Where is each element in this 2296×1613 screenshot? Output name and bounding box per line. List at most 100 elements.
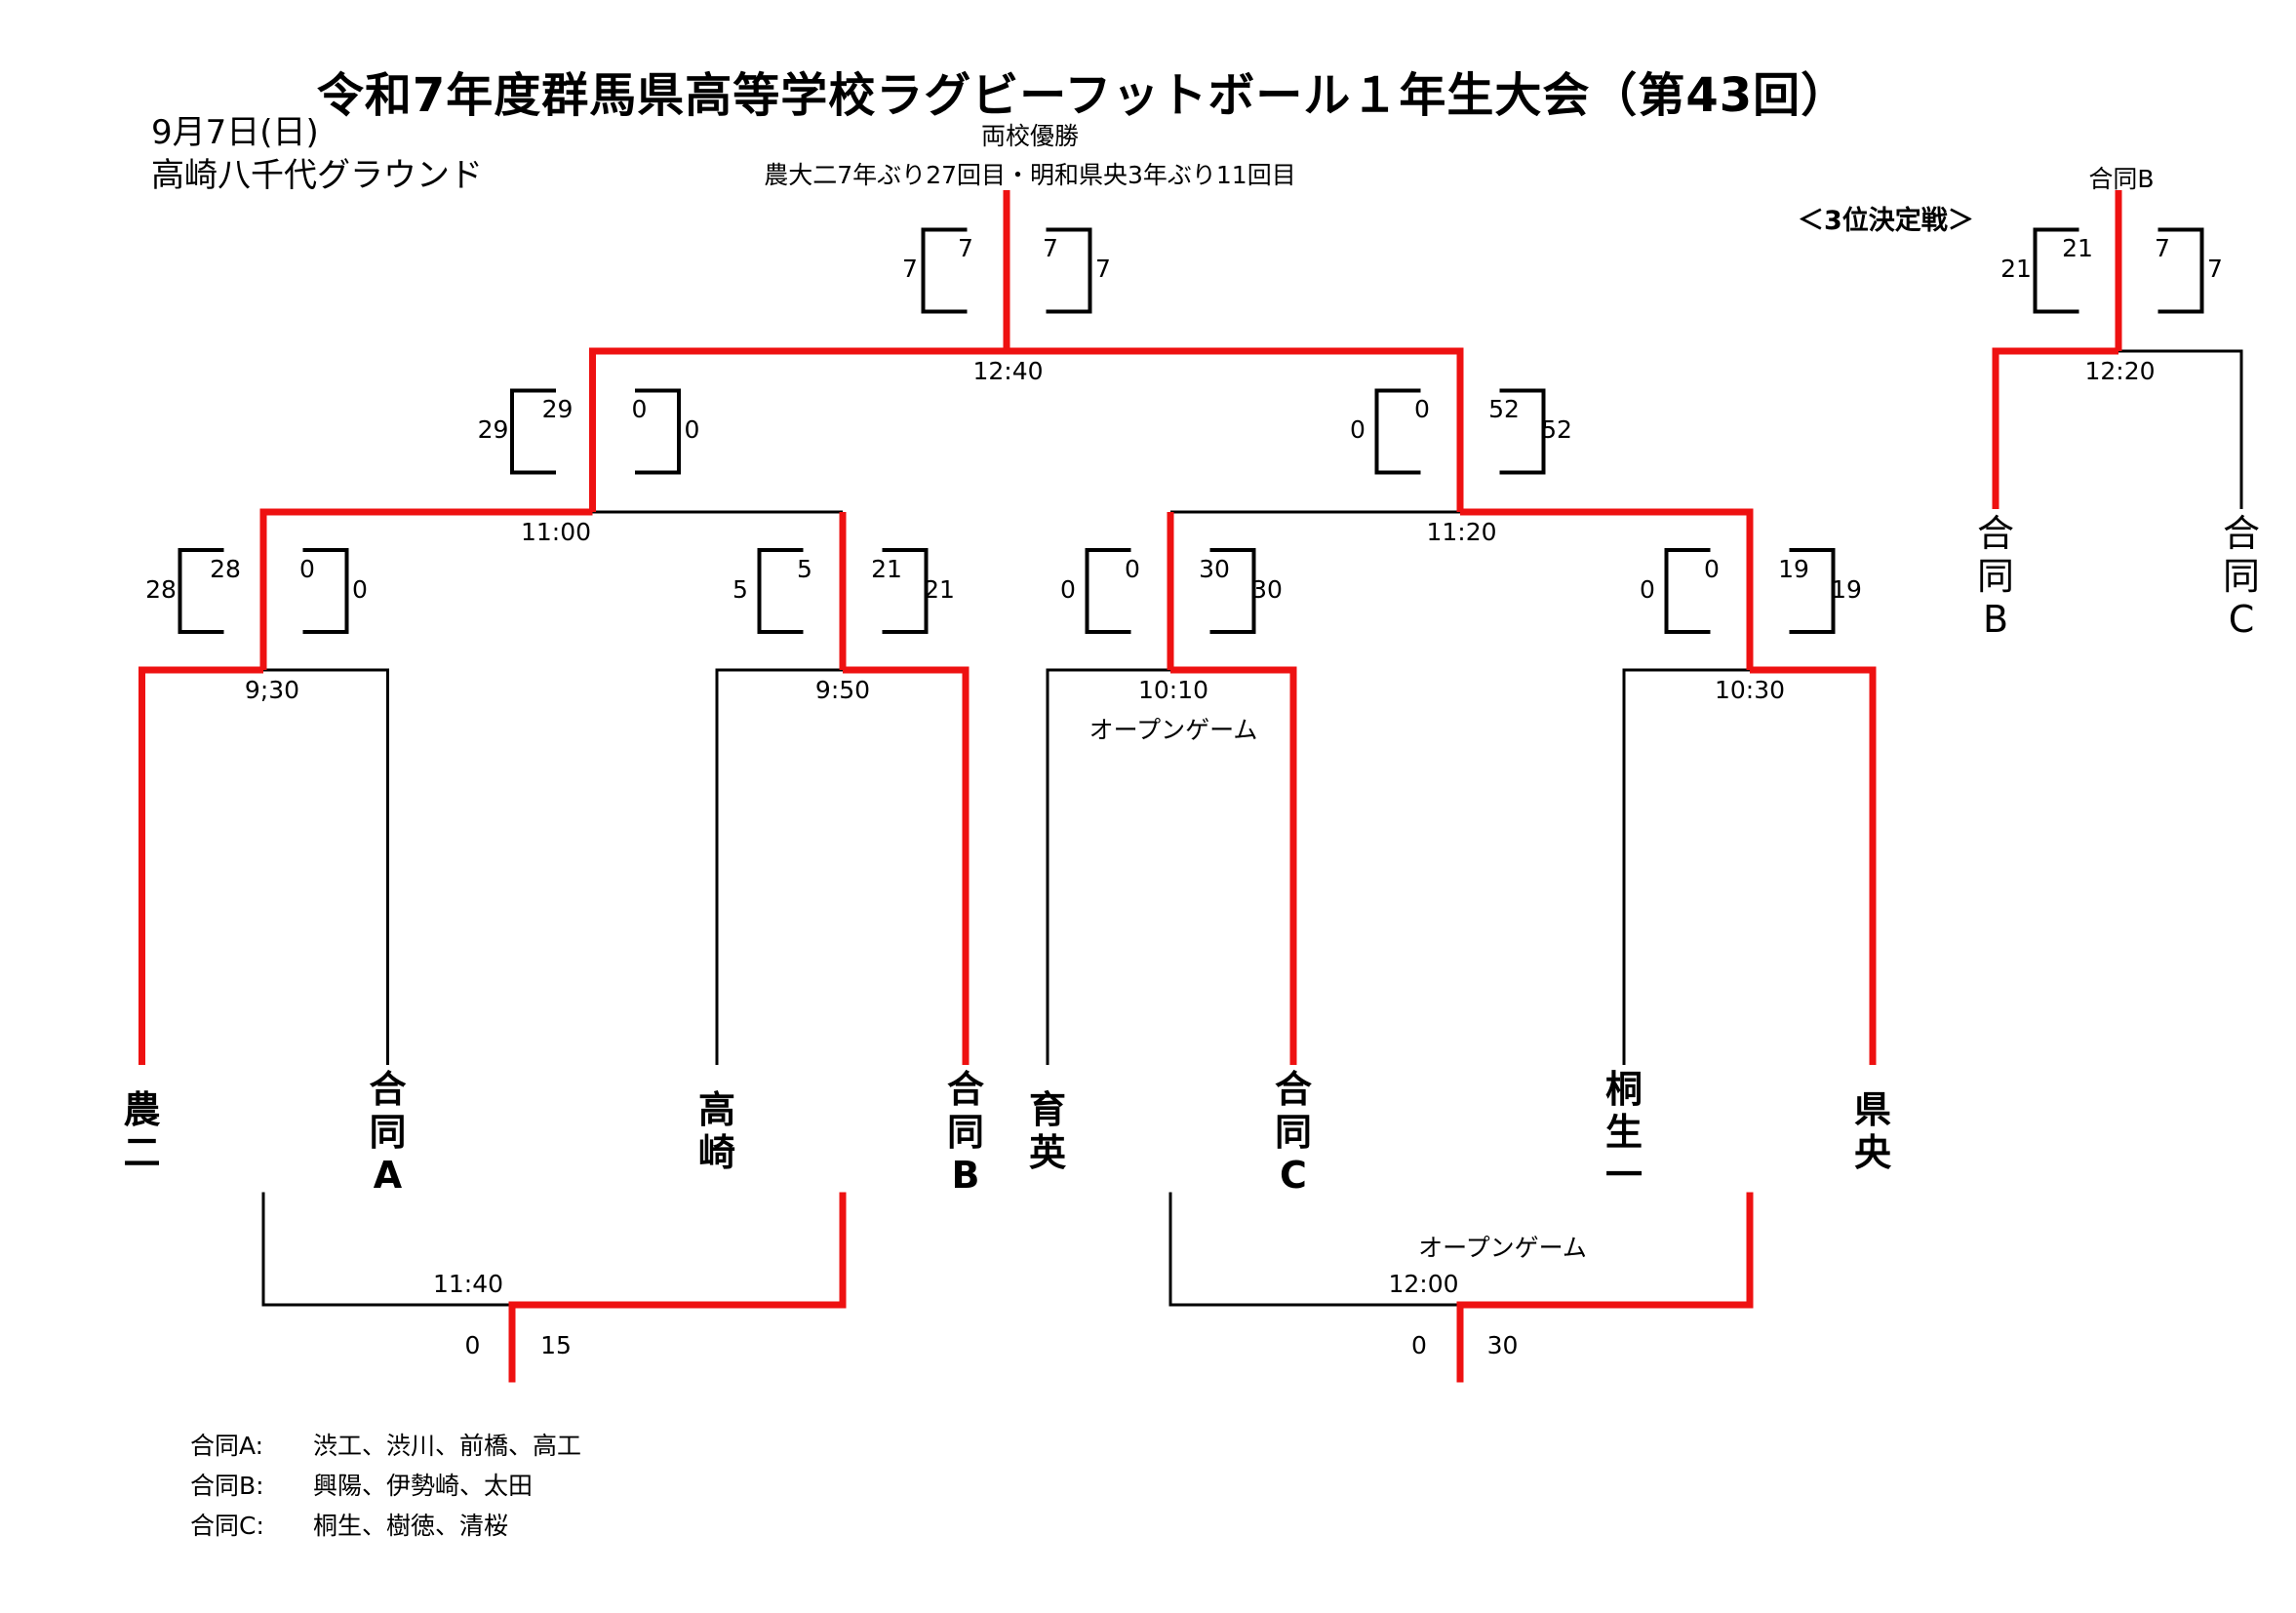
qf3-score-bracket-left [1085, 548, 1131, 634]
score-bracket-right [1046, 227, 1092, 314]
third-left-total: 21 [2000, 255, 2032, 283]
qf4-score-left-total: 0 [1640, 574, 1655, 604]
semi2-score-left-total: 0 [1350, 415, 1366, 444]
semi1-score-right-total: 0 [684, 415, 700, 444]
semi1-score-left-total: 29 [477, 415, 509, 444]
semi1-score-bracket-right [635, 388, 681, 475]
qf1-winner [139, 666, 263, 1065]
team-name-char: 合 [946, 1068, 984, 1111]
qf1-score-bracket-right [302, 548, 349, 634]
third-bracket-right [2157, 227, 2204, 314]
qf1-score-bracket-left [178, 548, 224, 634]
legend-label: 合同C: [190, 1512, 264, 1540]
qf3-score-right-half: 30 [1199, 554, 1230, 583]
score-bracket-left [921, 227, 968, 314]
qf2-score-right-total: 21 [924, 574, 955, 604]
team-name-char: 央 [1853, 1131, 1891, 1174]
qf1-score-left-half: 28 [210, 554, 241, 583]
final-score-right-half: 7 [1043, 234, 1058, 262]
final-result-detail: 農大二7年ぶり27回目・明和県央3年ぶり11回目 [764, 161, 1296, 189]
qf1-score-right-half: 0 [299, 554, 315, 583]
team-name-char: 同 [369, 1111, 407, 1154]
qf4-loser [1622, 668, 1750, 1065]
semi1-time: 11:00 [520, 518, 592, 546]
third-place-winner: 合同B [2088, 165, 2155, 193]
team-name: 県央 [1848, 1088, 1897, 1174]
qf4-time: 10:30 [1714, 676, 1786, 704]
cons2-time: 12:00 [1388, 1270, 1459, 1298]
legend: 合同A:渋工、渋川、前橋、高工 合同B:興陽、伊勢崎、太田 合同C:桐生、樹徳、… [190, 1426, 581, 1546]
team-name-char: 農 [123, 1088, 161, 1131]
team-name-char: B [1982, 598, 2009, 641]
legend-row: 合同A:渋工、渋川、前橋、高工 [190, 1426, 581, 1466]
page-title: 令和7年度群馬県高等学校ラグビーフットボール１年生大会（第43回） [316, 68, 1849, 123]
team-name: 高崎 [693, 1088, 741, 1174]
team-name-char: 合 [1976, 512, 2014, 555]
team-name-char: C [2228, 598, 2255, 641]
qf2-winner [843, 666, 970, 1065]
semi1-score-bracket-left [510, 388, 556, 475]
team-name-char: 合 [369, 1068, 407, 1111]
qf3-winner [1170, 666, 1297, 1065]
semi2-time: 11:20 [1426, 518, 1497, 546]
qf1-score-left-total: 28 [145, 574, 177, 604]
qf2-time: 9:50 [814, 676, 871, 704]
cons2-left-score: 0 [1411, 1331, 1427, 1359]
qf3-score-right-total: 30 [1251, 574, 1283, 604]
qf4-score-bracket-right [1789, 548, 1836, 634]
qf4-score-right-total: 19 [1831, 574, 1862, 604]
cons1-loser [261, 1192, 512, 1307]
semi1-score-left-half: 29 [541, 395, 574, 423]
qf4-score-bracket-left [1664, 548, 1711, 634]
qf2-score-bracket-left [757, 548, 804, 634]
third-winner [1992, 347, 2118, 509]
team-name: 育英 [1023, 1088, 1072, 1174]
team-name-char: 同 [946, 1111, 984, 1154]
qf4-winner [1750, 666, 1877, 1065]
qf1-score-right-total: 0 [352, 574, 368, 604]
team-name-char: A [373, 1154, 403, 1197]
semi-right-winner [1460, 508, 1754, 670]
third-right-half: 7 [2155, 234, 2170, 262]
final-score-left-total: 7 [902, 255, 918, 283]
semi2-score-left-half: 0 [1414, 395, 1430, 423]
team-name-char: C [1280, 1154, 1307, 1197]
team-name-char: 合 [1274, 1068, 1312, 1111]
match-date: 9月7日(日) [151, 113, 319, 152]
legend-row: 合同B:興陽、伊勢崎、太田 [190, 1466, 581, 1506]
team-name-char: 合 [2222, 512, 2260, 555]
semi2-score-right-total: 52 [1541, 415, 1572, 444]
team-name-char: B [951, 1154, 980, 1197]
team-name: 桐生一 [1600, 1068, 1648, 1197]
team-name-char: 同 [1976, 555, 2014, 598]
team-name-char: 同 [2222, 555, 2260, 598]
qf2-score-bracket-right [882, 548, 929, 634]
qf2-loser [715, 668, 843, 1065]
final-result-label: 両校優勝 [980, 122, 1080, 150]
cons2-winner [1456, 1192, 1754, 1383]
legend-row: 合同C:桐生、樹徳、清桜 [190, 1506, 581, 1546]
team-name-char: 崎 [697, 1131, 735, 1174]
team-name-char: 育 [1028, 1088, 1066, 1131]
third-left-half: 21 [2062, 234, 2093, 262]
qf3-loser [1046, 668, 1170, 1065]
qf3-score-left-half: 0 [1125, 554, 1140, 583]
final-score-left-half: 7 [958, 234, 973, 262]
cons2-loser [1168, 1192, 1460, 1307]
cons1-winner [508, 1192, 847, 1383]
qf3-time: 10:10 [1137, 676, 1209, 704]
team-name-char: 生 [1604, 1111, 1643, 1154]
third-place-heading: ＜3位決定戦＞ [1798, 206, 1974, 236]
third-right-total: 7 [2207, 255, 2223, 283]
venue: 高崎八千代グラウンド [151, 156, 483, 195]
qf3-score-bracket-right [1209, 548, 1256, 634]
qf1-loser [263, 668, 389, 1065]
legend-label: 合同A: [190, 1432, 264, 1460]
legend-members: 興陽、伊勢崎、太田 [313, 1472, 534, 1500]
final-time: 12:40 [972, 357, 1044, 385]
